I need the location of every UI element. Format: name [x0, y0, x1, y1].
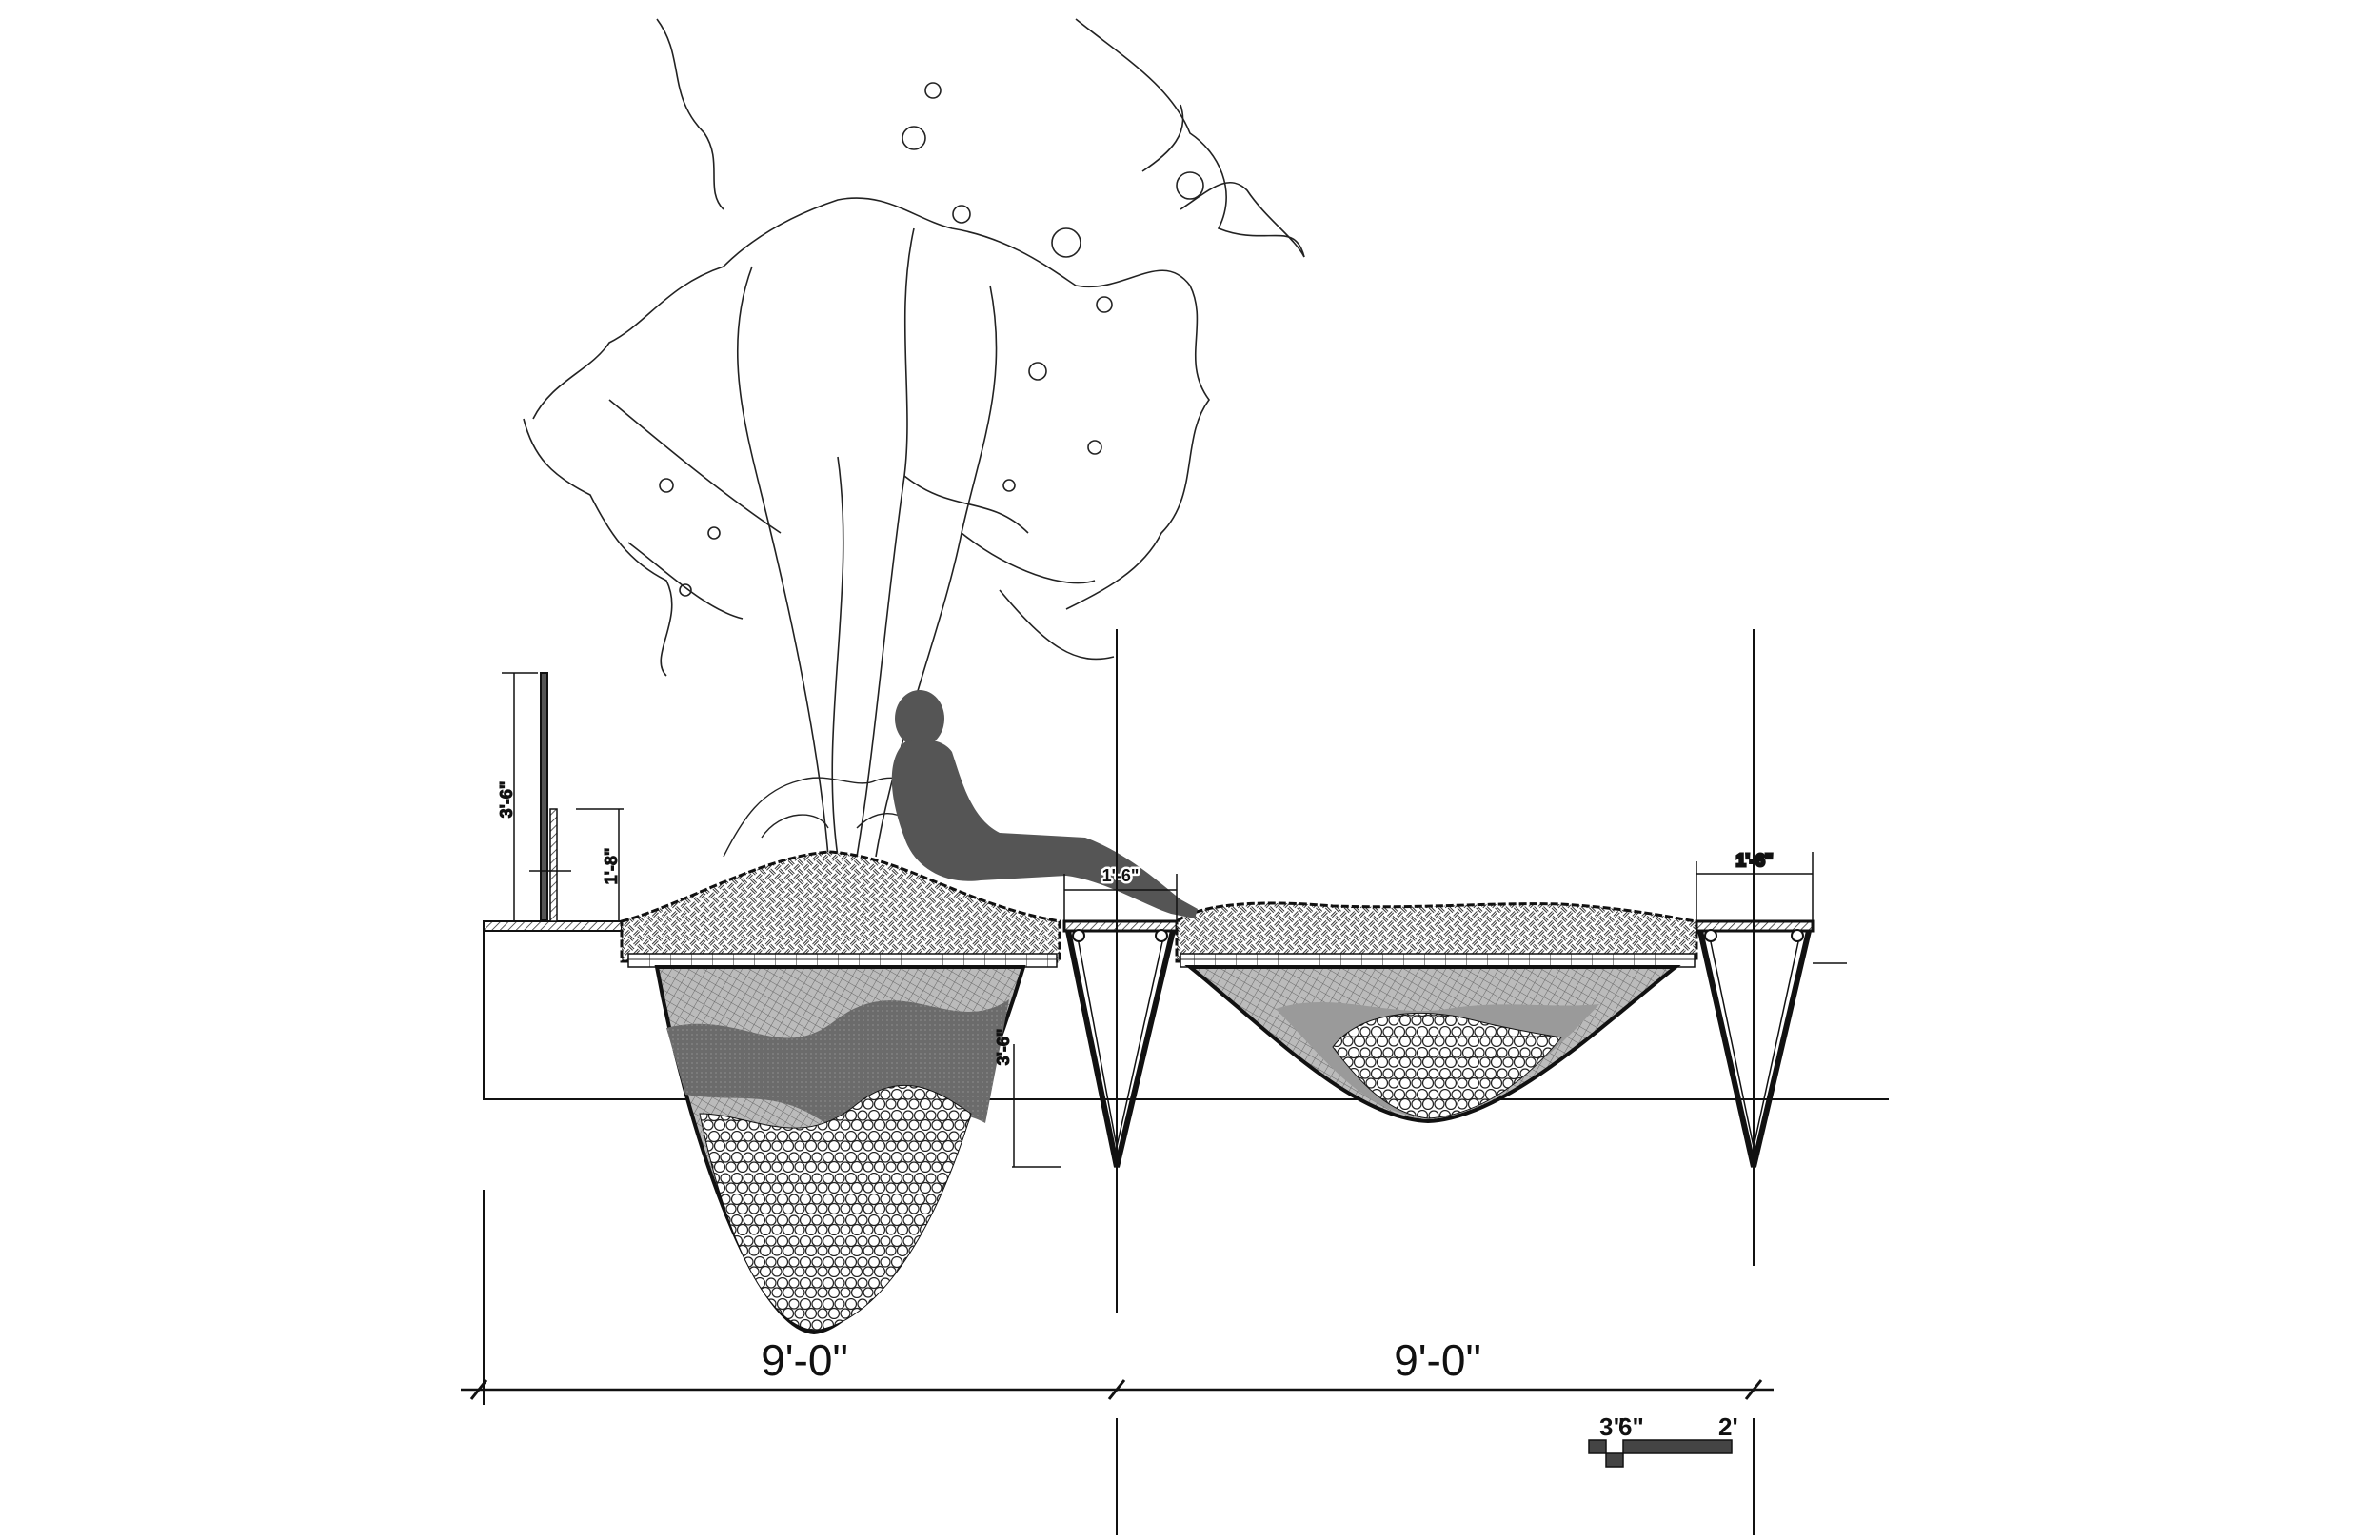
scale-label-3in: 3" — [1599, 1412, 1625, 1441]
cone-left — [1062, 919, 1179, 1168]
span-left-label: 9'-0" — [761, 1335, 848, 1385]
planter-depth-label: 3'-6" — [994, 1029, 1013, 1066]
scale-label-2ft: 2' — [1718, 1412, 1738, 1441]
span-right-label: 9'-0" — [1394, 1335, 1481, 1385]
bench-height-label: 1'-8" — [602, 848, 621, 885]
cone-top-left-dimension: 1'-6" — [1063, 864, 1178, 921]
railing: 3'-6" 1'-8" — [497, 672, 624, 922]
cone-top-left-label: 1'-6" — [1102, 866, 1140, 885]
left-planter: 3'-6" — [620, 850, 1061, 1335]
reference-lines — [483, 629, 1755, 1535]
right-planter — [1175, 901, 1698, 1124]
railing-height-label: 3'-6" — [497, 781, 516, 819]
span-dimension: 9'-0" 9'-0" — [461, 1335, 1774, 1400]
scale-label-6in: 6" — [1618, 1412, 1644, 1441]
scale-bar: 3" 6" 2' — [1588, 1412, 1738, 1468]
cone-right: 1'-6" — [1695, 850, 1847, 1168]
person-silhouette — [891, 690, 1198, 918]
